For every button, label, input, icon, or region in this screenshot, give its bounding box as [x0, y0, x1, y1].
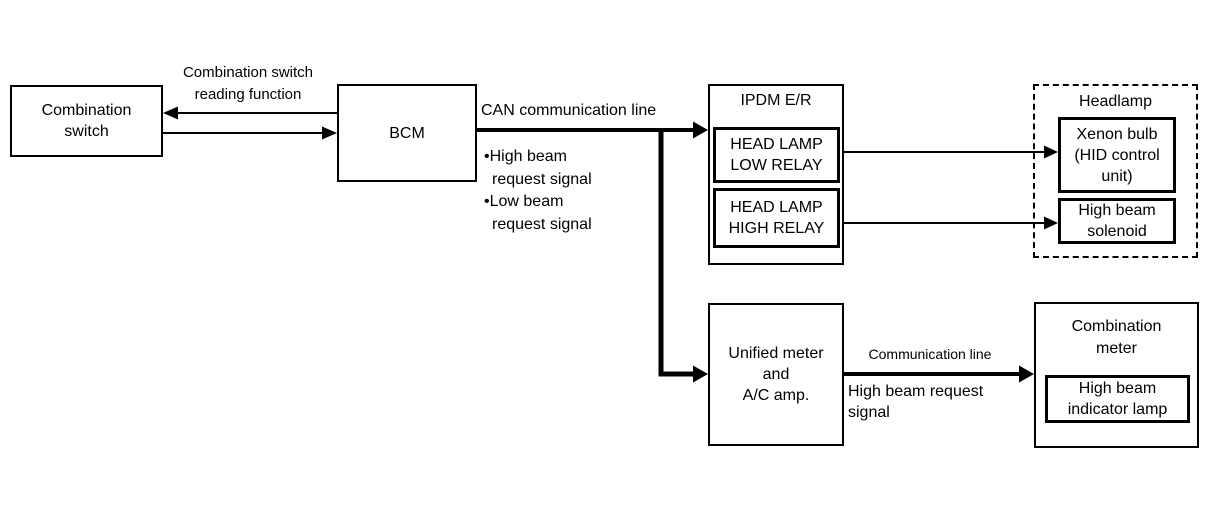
xenon-bulb-label: Xenon bulb (HID control unit): [1074, 125, 1160, 185]
high-beam-solenoid-node: High beam solenoid: [1058, 198, 1176, 244]
can-branch-arrowhead-icon: [693, 365, 708, 383]
combination-switch-node: Combination switch: [10, 85, 163, 157]
can-signal-list: •High beam request signal •Low beam requ…: [484, 146, 684, 236]
high-beam-request-signal-item: •High beam request signal: [484, 148, 592, 188]
combination-meter-node: Combination meter High beam indicator la…: [1034, 302, 1199, 448]
bcm-node: BCM: [337, 84, 477, 182]
head-lamp-high-relay-node: HEAD LAMP HIGH RELAY: [713, 188, 840, 248]
headlamp-group: Headlamp Xenon bulb (HID control unit) H…: [1033, 84, 1198, 258]
ipdm-er-title: IPDM E/R: [740, 92, 812, 109]
ipdm-er-node: IPDM E/R HEAD LAMP LOW RELAY HEAD LAMP H…: [708, 84, 844, 265]
head-lamp-low-relay-node: HEAD LAMP LOW RELAY: [713, 127, 840, 183]
xenon-bulb-node: Xenon bulb (HID control unit): [1058, 117, 1176, 193]
high-beam-request-signal-label: High beam request signal: [848, 383, 984, 421]
head-lamp-low-relay-label: HEAD LAMP LOW RELAY: [730, 136, 823, 174]
can-communication-line-label: CAN communication line: [481, 102, 657, 119]
switch-reading-function-label: Combination switch reading function: [182, 64, 314, 103]
bcm-label: BCM: [389, 124, 425, 142]
high-beam-solenoid-label: High beam solenoid: [1078, 202, 1156, 240]
unified-meter-ac-amp-label: Unified meter and A/C amp.: [728, 345, 824, 404]
low-beam-request-signal-item: •Low beam request signal: [484, 193, 592, 233]
comm-line-arrowhead-icon: [1019, 365, 1034, 383]
left-arrowhead-icon: [163, 106, 178, 120]
communication-line-label: Communication line: [868, 346, 992, 362]
head-lamp-high-relay-label: HEAD LAMP HIGH RELAY: [728, 199, 825, 237]
combination-switch-label: Combination switch: [41, 102, 132, 140]
high-beam-indicator-lamp-label: High beam indicator lamp: [1067, 380, 1168, 418]
headlamp-title: Headlamp: [1079, 93, 1152, 110]
combination-meter-title: Combination meter: [1071, 318, 1162, 357]
high-beam-indicator-lamp-node: High beam indicator lamp: [1045, 375, 1190, 423]
can-arrowhead-icon: [693, 121, 708, 139]
right-arrowhead-icon: [322, 126, 337, 140]
unified-meter-ac-amp-node: Unified meter and A/C amp.: [708, 303, 844, 446]
